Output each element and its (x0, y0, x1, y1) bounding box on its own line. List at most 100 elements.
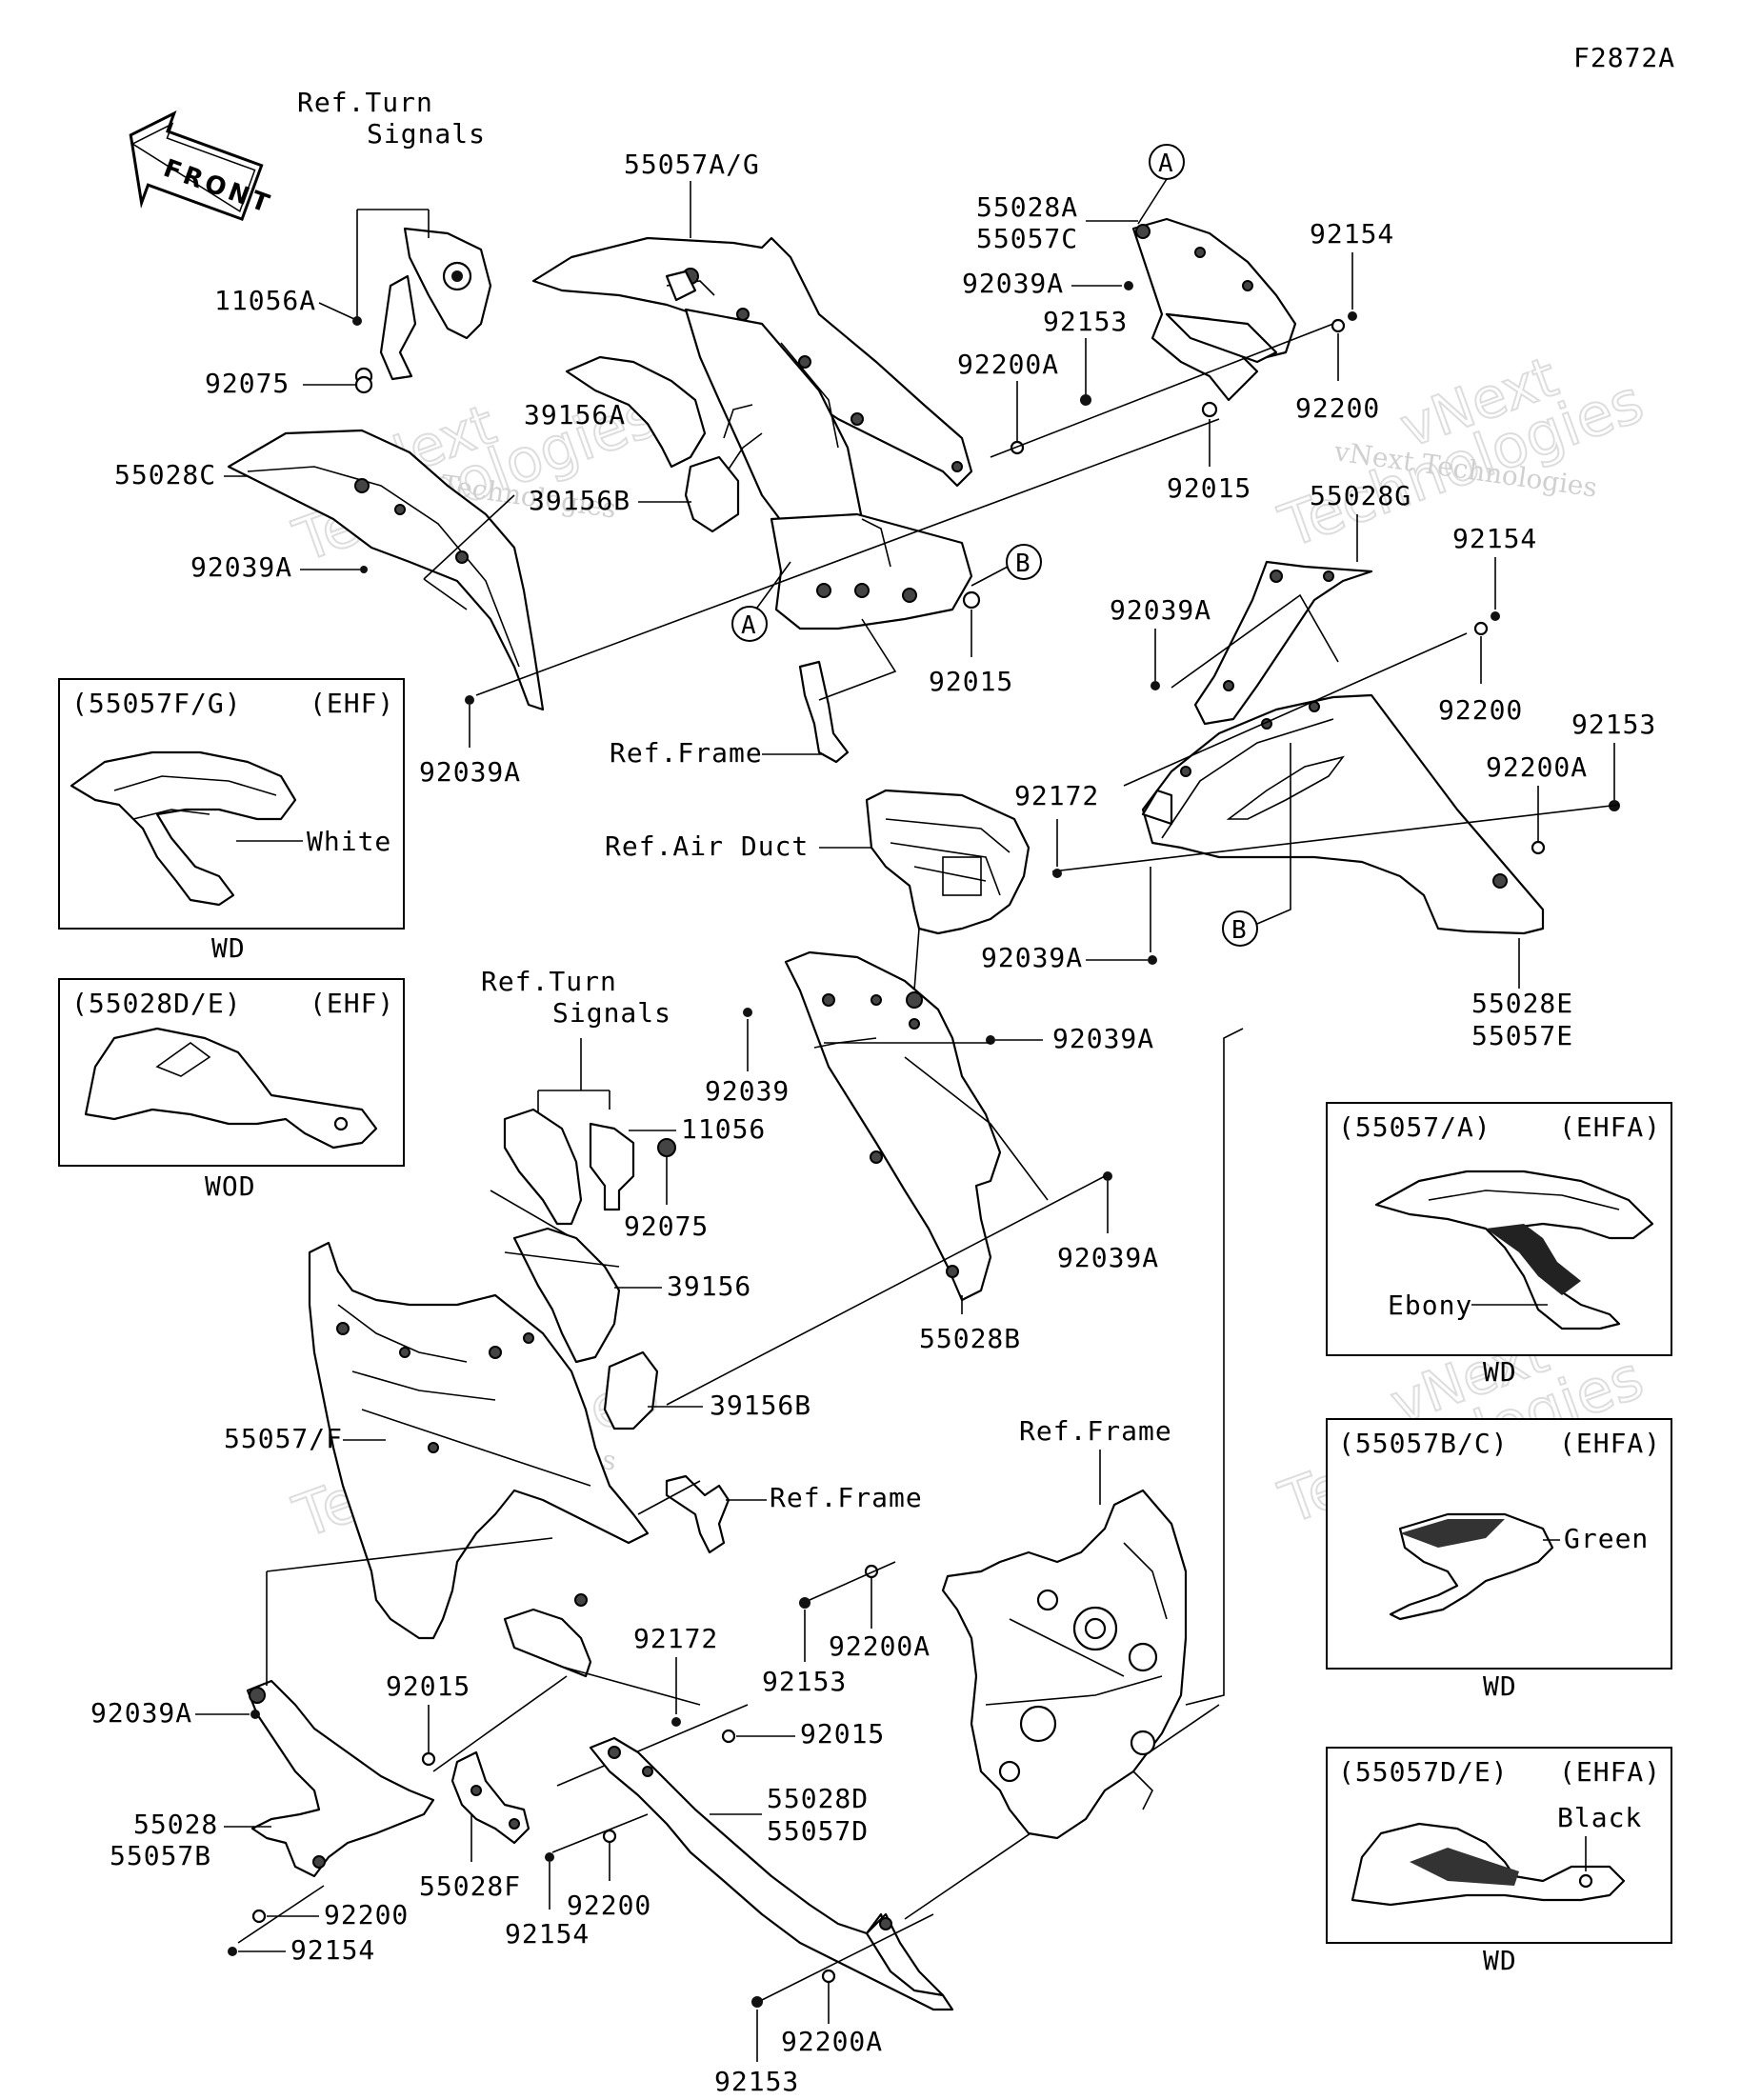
label-92015-top-right: 92015 (1167, 472, 1251, 504)
inset-5-color: Black (1557, 1802, 1642, 1833)
label-92200A-right: 92200A (1486, 751, 1588, 783)
inset-3-variant: (EHFA) (1559, 1111, 1661, 1143)
front-arrow-icon: FRONT (129, 110, 276, 222)
label-ref-frame-right: Ref.Frame (1019, 1415, 1172, 1447)
label-55057B: 55057B (110, 1840, 211, 1871)
label-92039A-left1: 92039A (190, 551, 292, 583)
turn-signal-bracket-top (354, 227, 492, 386)
bracket-55028G (1193, 560, 1373, 726)
label-55057D: 55057D (767, 1815, 869, 1847)
label-92200-bottom1: 92200 (324, 1899, 409, 1930)
label-55028G: 55028G (1310, 480, 1411, 511)
label-ref-air-duct: Ref.Air Duct (605, 830, 809, 862)
label-92154-bottom1: 92154 (290, 1934, 375, 1966)
inner-panel-39156A (565, 355, 707, 469)
inset-4-color: Green (1564, 1523, 1649, 1554)
inner-panel-39156B-top (684, 455, 740, 533)
inner-panel-55028B (784, 950, 1002, 1302)
air-duct (865, 789, 1031, 935)
turn-signal-bracket-mid (503, 1108, 676, 1226)
inset-55057A: (55057/A) (EHFA) Ebony WD (1326, 1102, 1672, 1388)
label-39156: 39156 (667, 1270, 751, 1302)
inner-panel-39156B-mid (603, 1350, 659, 1430)
inset-4-variant: (EHFA) (1559, 1428, 1661, 1459)
label-92075-top: 92075 (205, 368, 290, 399)
inset-1-color: White (307, 826, 391, 857)
label-92039A-bottom: 92039A (90, 1697, 192, 1729)
label-92154-bottom2: 92154 (505, 1918, 590, 1950)
label-ref-turn-signals-top: Ref.Turn Signals (297, 87, 486, 150)
label-92200-bottom2: 92200 (567, 1890, 651, 1921)
label-39156B-top: 39156B (529, 485, 630, 516)
inset-5-caption: WD (1483, 1945, 1517, 1976)
svg-text:B: B (1015, 550, 1031, 578)
bracket-55028F (450, 1750, 530, 1845)
label-55057E: 55057E (1471, 1020, 1573, 1051)
inset-4-caption: WD (1483, 1670, 1517, 1702)
callout-B-right: B (1222, 910, 1258, 947)
label-92153-bottom2: 92153 (714, 2066, 799, 2097)
inset-5-code: (55057D/E) (1338, 1756, 1509, 1788)
inset-2-caption: WOD (205, 1170, 256, 1202)
inset-3-code: (55057/A) (1338, 1111, 1491, 1143)
svg-text:B: B (1231, 916, 1247, 945)
main-frame (941, 1489, 1188, 1840)
label-39156B-mid: 39156B (710, 1390, 811, 1421)
label-92015-bottom2: 92015 (800, 1718, 885, 1750)
label-92039A-mid: 92039A (1052, 1023, 1154, 1054)
lower-panel-55028 (246, 1679, 435, 1878)
label-92039A-right2: 92039A (981, 942, 1083, 973)
label-55028: 55028 (133, 1809, 218, 1840)
label-55028F: 55028F (419, 1870, 521, 1902)
inset-55057BC: (55057B/C) (EHFA) Green WD (1326, 1418, 1672, 1702)
inset-1-caption: WD (211, 932, 246, 964)
label-92200-top-right: 92200 (1295, 392, 1380, 424)
upper-fairing-55028A (1131, 217, 1297, 402)
inset-1-variant: (EHF) (310, 688, 394, 719)
lower-panel-55028D (589, 1736, 954, 2011)
side-fairing-55028E (1141, 693, 1545, 935)
label-55057F: 55057/F (224, 1423, 343, 1454)
label-92200A-bottom2: 92200A (781, 2026, 883, 2057)
upper-cowling-55057AG (531, 236, 973, 630)
inset-5-variant: (EHFA) (1559, 1756, 1661, 1788)
label-55028C: 55028C (114, 459, 216, 490)
label-92172-bottom: 92172 (633, 1623, 718, 1654)
label-92154-right: 92154 (1452, 523, 1537, 554)
inset-3-color: Ebony (1388, 1290, 1472, 1321)
label-92039A-top-right: 92039A (962, 268, 1064, 299)
drawing-code: F2872A (1573, 42, 1675, 73)
callout-A-mid: A (731, 606, 768, 642)
label-92154-top-right: 92154 (1310, 218, 1394, 250)
label-92015-bottom1: 92015 (386, 1670, 470, 1702)
svg-text:Signals: Signals (367, 118, 486, 150)
inset-55028DE: (55028D/E) (EHF) WOD (58, 978, 405, 1202)
frame-bracket-top (798, 660, 850, 764)
inset-2-code: (55028D/E) (71, 988, 242, 1019)
label-11056A: 11056A (214, 285, 316, 316)
label-92039A-mid2: 92039A (1057, 1242, 1159, 1273)
label-55028E: 55028E (1471, 988, 1573, 1019)
label-92153-bottom1: 92153 (762, 1666, 847, 1697)
callout-A-top: A (1149, 144, 1185, 180)
label-55028B: 55028B (919, 1323, 1021, 1354)
label-55028A: 55028A (976, 191, 1078, 223)
svg-text:Signals: Signals (552, 997, 671, 1029)
label-92153-right: 92153 (1571, 709, 1656, 740)
svg-text:A: A (1158, 150, 1173, 178)
lower-cowl-55057F (308, 1241, 650, 1678)
inner-panel-39156 (512, 1227, 621, 1364)
callout-B-top: B (1006, 544, 1042, 580)
inset-55057DE: (55057D/E) (EHFA) Black WD (1326, 1747, 1672, 1976)
label-92039A-right: 92039A (1110, 594, 1211, 626)
label-55057C: 55057C (976, 223, 1078, 254)
svg-text:Ref.Turn: Ref.Turn (481, 966, 617, 997)
inset-3-caption: WD (1483, 1356, 1517, 1388)
inset-1-code: (55057F/G) (71, 688, 242, 719)
label-92075-mid: 92075 (624, 1210, 709, 1242)
label-ref-turn-signals-mid: Ref.Turn Signals (481, 966, 671, 1029)
label-92153-top: 92153 (1043, 306, 1128, 337)
label-55028D: 55028D (767, 1783, 869, 1814)
inset-4-code: (55057B/C) (1338, 1428, 1509, 1459)
